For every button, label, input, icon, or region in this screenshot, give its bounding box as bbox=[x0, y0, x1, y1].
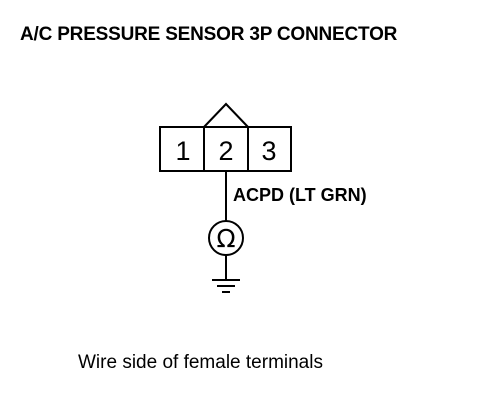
terminal-2-label: 2 bbox=[218, 136, 233, 166]
diagram-title: A/C PRESSURE SENSOR 3P CONNECTOR bbox=[20, 24, 398, 45]
connector-lock-tab bbox=[203, 102, 249, 128]
terminal-1-label: 1 bbox=[175, 136, 190, 166]
terminal-3-label: 3 bbox=[261, 136, 276, 166]
wire-label: ACPD (LT GRN) bbox=[233, 185, 367, 205]
diagram-caption: Wire side of female terminals bbox=[78, 352, 323, 373]
ohm-symbol: Ω bbox=[216, 224, 235, 253]
ground-icon bbox=[212, 279, 240, 293]
